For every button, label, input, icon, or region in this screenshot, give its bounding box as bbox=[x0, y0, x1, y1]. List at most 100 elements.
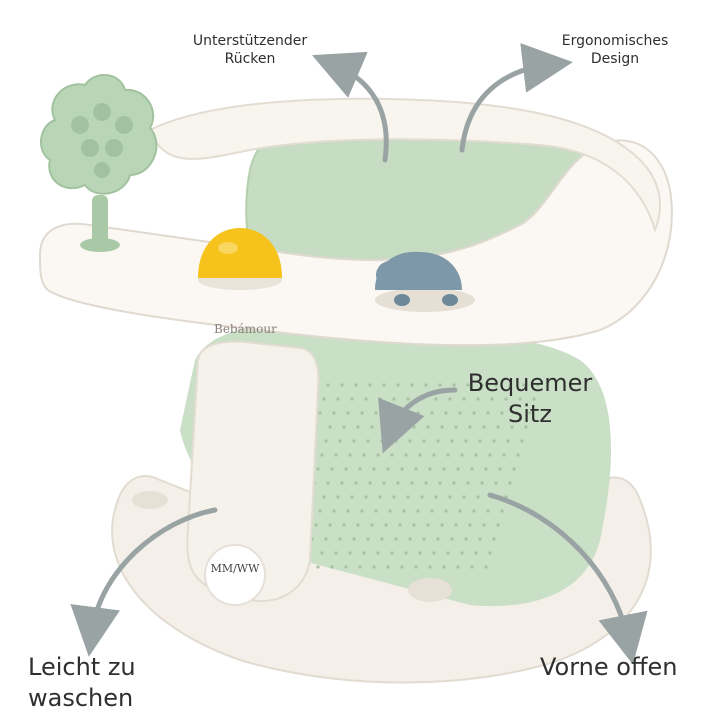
arrow-icon bbox=[378, 387, 458, 454]
seat-hole bbox=[334, 453, 338, 457]
seat-hole bbox=[394, 537, 398, 541]
seat-hole bbox=[516, 453, 520, 457]
seat-hole bbox=[454, 425, 458, 429]
seat-hole bbox=[446, 453, 450, 457]
seat-hole bbox=[420, 495, 424, 499]
label-supporting-back: Unterstützender Rücken bbox=[170, 33, 330, 68]
seat-hole bbox=[404, 551, 408, 555]
seat-hole bbox=[458, 509, 462, 513]
seat-hole bbox=[476, 397, 480, 401]
seat-hole bbox=[394, 439, 398, 443]
seat-hole bbox=[424, 383, 428, 387]
seat-hole bbox=[428, 467, 432, 471]
seat-hole bbox=[466, 383, 470, 387]
label-design-line2: Design bbox=[590, 50, 640, 67]
seat-hole bbox=[372, 565, 376, 569]
seat-hole bbox=[436, 537, 440, 541]
label-design-line1: Ergonomisches bbox=[561, 33, 669, 49]
seat-hole bbox=[536, 383, 540, 387]
seat-hole bbox=[468, 425, 472, 429]
seat-hole bbox=[324, 537, 328, 541]
seat-hole bbox=[508, 481, 512, 485]
seat-hole bbox=[494, 481, 498, 485]
seat-hole bbox=[328, 425, 332, 429]
seat-hole bbox=[502, 453, 506, 457]
seat-hole bbox=[450, 439, 454, 443]
seat-hole bbox=[398, 523, 402, 527]
seat-hole bbox=[470, 467, 474, 471]
seat-hole bbox=[340, 481, 344, 485]
seat-hole bbox=[472, 509, 476, 513]
seat-hole bbox=[456, 565, 460, 569]
seat-hole bbox=[350, 397, 354, 401]
seat-hole bbox=[352, 439, 356, 443]
seat-hole bbox=[354, 481, 358, 485]
seat-hole bbox=[330, 565, 334, 569]
seat-hole bbox=[422, 439, 426, 443]
seat-hole bbox=[426, 523, 430, 527]
seat-hole bbox=[496, 523, 500, 527]
seat-hole bbox=[396, 481, 400, 485]
seat-hole bbox=[482, 523, 486, 527]
label-back-line2: Rücken bbox=[224, 50, 276, 67]
seat-hole bbox=[388, 411, 392, 415]
seat-hole bbox=[460, 453, 464, 457]
ball-toy-icon bbox=[198, 228, 282, 290]
seat-hole bbox=[442, 565, 446, 569]
seat-hole bbox=[414, 467, 418, 471]
seat-hole bbox=[484, 467, 488, 471]
seat-hole bbox=[412, 523, 416, 527]
seat-hole bbox=[446, 551, 450, 555]
seat-hole bbox=[514, 411, 518, 415]
seat-hole bbox=[370, 425, 374, 429]
seat-hole bbox=[494, 383, 498, 387]
seat-hole bbox=[476, 495, 480, 499]
seat-hole bbox=[360, 509, 364, 513]
seat-hole bbox=[350, 495, 354, 499]
seat-hole bbox=[322, 397, 326, 401]
seat-hole bbox=[480, 481, 484, 485]
seat-hole bbox=[358, 565, 362, 569]
seat-hole bbox=[344, 565, 348, 569]
seat-hole bbox=[412, 425, 416, 429]
seat-hole bbox=[480, 383, 484, 387]
seat-hole bbox=[390, 551, 394, 555]
brand-emblem-text: MM/WW bbox=[211, 562, 261, 575]
seat-hole bbox=[314, 523, 318, 527]
seat-hole bbox=[332, 509, 336, 513]
seat-hole bbox=[334, 551, 338, 555]
seat-hole bbox=[376, 551, 380, 555]
seat-hole bbox=[434, 397, 438, 401]
seat-hole bbox=[474, 453, 478, 457]
seat-hole bbox=[358, 467, 362, 471]
seat-hole bbox=[378, 495, 382, 499]
seat-hole bbox=[402, 509, 406, 513]
seat-hole bbox=[404, 453, 408, 457]
seat-hole bbox=[464, 537, 468, 541]
seat-hole bbox=[532, 397, 536, 401]
seat-hole bbox=[380, 537, 384, 541]
seat-hole bbox=[354, 383, 358, 387]
seat-hole bbox=[510, 425, 514, 429]
seat-hole bbox=[488, 551, 492, 555]
seat-hole bbox=[490, 397, 494, 401]
label-seat-line1: Bequemer bbox=[467, 369, 593, 397]
seat-hole bbox=[416, 411, 420, 415]
seat-hole bbox=[500, 509, 504, 513]
seat-hole bbox=[386, 467, 390, 471]
seat-hole bbox=[478, 439, 482, 443]
seat-hole bbox=[392, 495, 396, 499]
seat-hole bbox=[440, 425, 444, 429]
seat-hole bbox=[438, 481, 442, 485]
seat-hole bbox=[454, 523, 458, 527]
label-wash-line1: Leicht zu bbox=[28, 653, 136, 681]
seat-hole bbox=[430, 509, 434, 513]
seat-hole bbox=[408, 439, 412, 443]
seat-hole bbox=[506, 439, 510, 443]
seat-hole bbox=[418, 453, 422, 457]
seat-hole bbox=[370, 523, 374, 527]
seat-hole bbox=[320, 453, 324, 457]
seat-hole bbox=[422, 537, 426, 541]
